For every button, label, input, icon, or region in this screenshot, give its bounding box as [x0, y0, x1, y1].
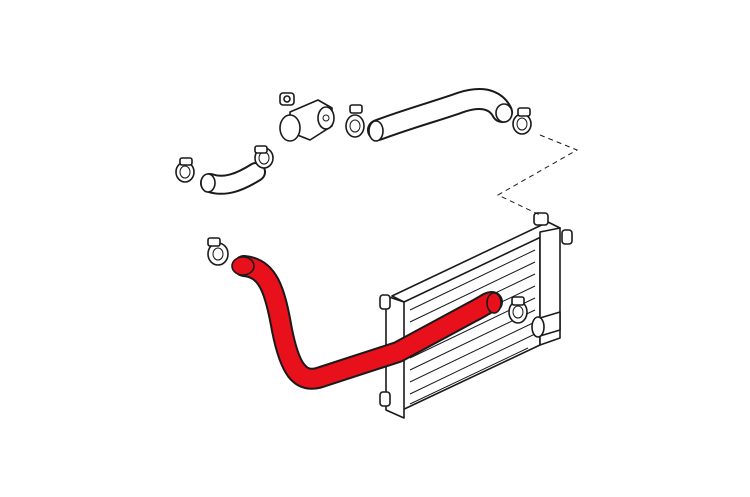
- hose-clamp-4: [512, 107, 532, 135]
- lower-hose-highlighted: [231, 255, 503, 390]
- hose-clamps: [175, 104, 532, 324]
- radiator-mount-left: [379, 294, 391, 310]
- small-hose: [200, 162, 266, 195]
- radiator-inlet-neck: [533, 212, 549, 226]
- radiator-outlet-pipe: [531, 311, 561, 338]
- upper-hose: [367, 88, 513, 142]
- hose-clamp-6: [508, 296, 528, 324]
- hose-clamp-2: [254, 145, 274, 169]
- hose-clamp-5: [207, 237, 229, 266]
- thermostat-housing: [279, 92, 335, 142]
- radiator-mount-bottom: [379, 391, 391, 407]
- hose-clamp-3: [345, 104, 365, 138]
- hose-clamp-1: [175, 157, 195, 183]
- connection-dashed-line: [496, 134, 579, 216]
- radiator-mount-right: [561, 229, 573, 245]
